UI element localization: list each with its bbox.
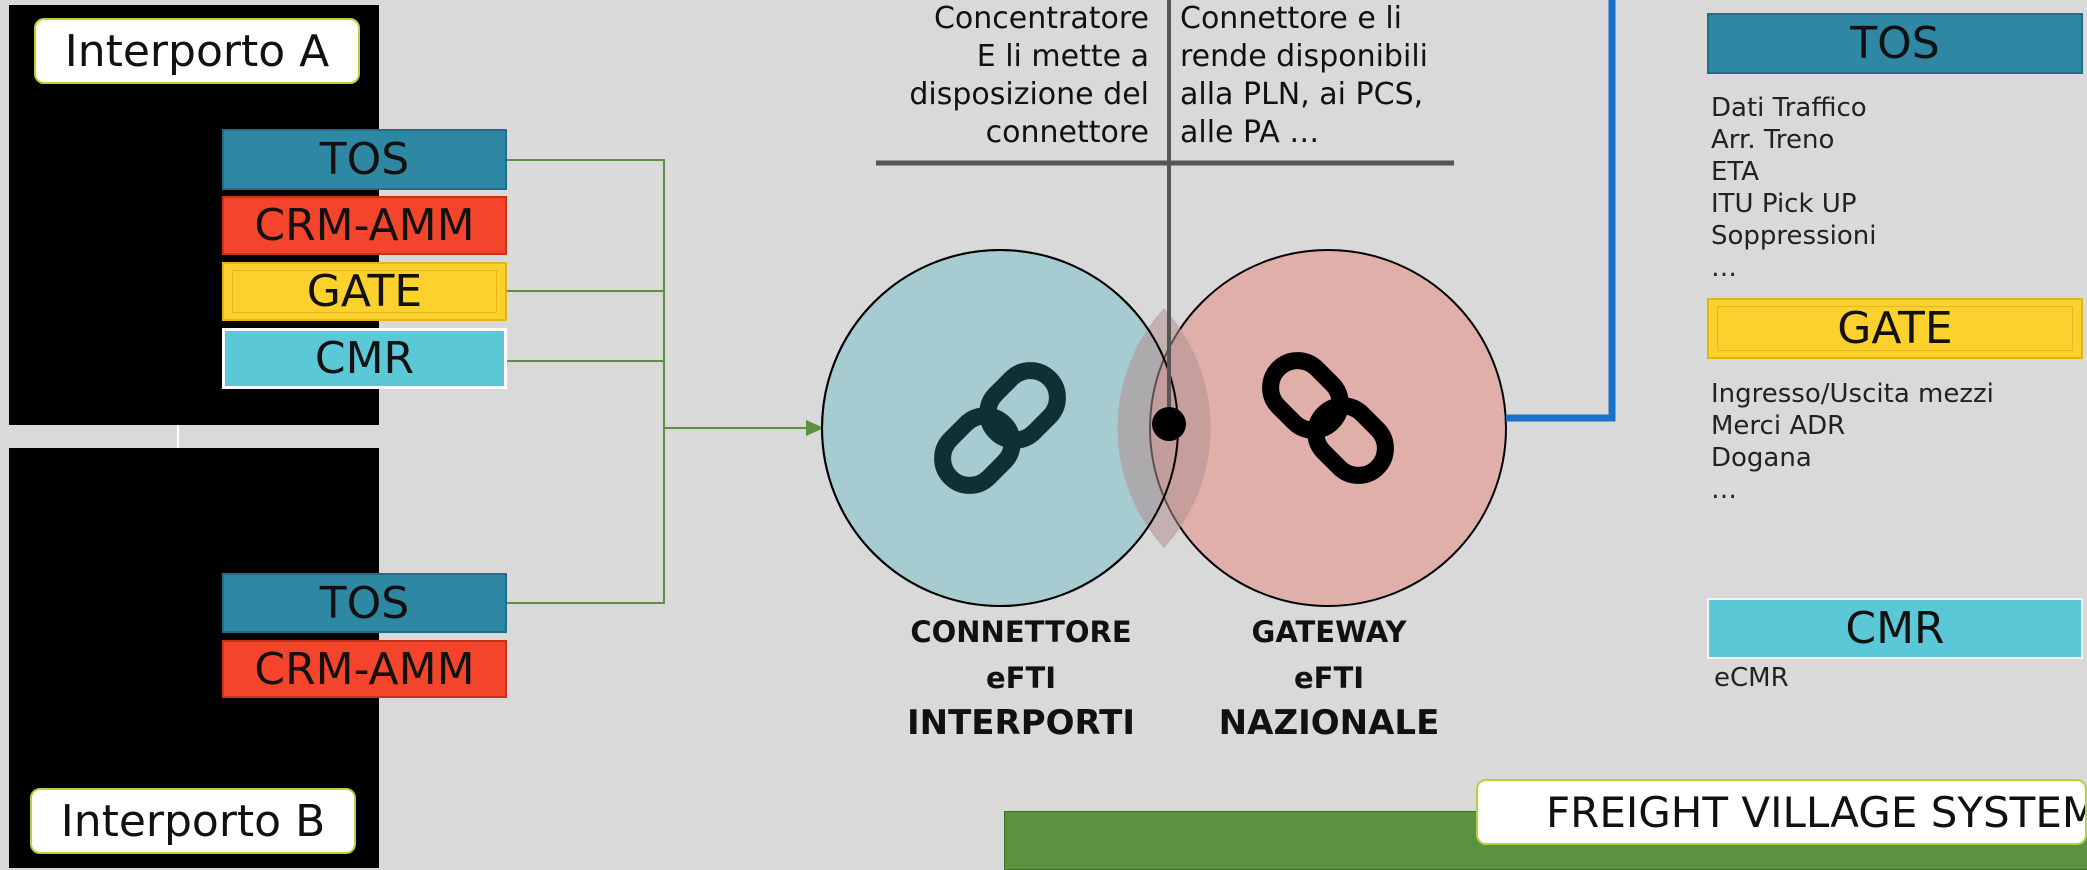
description-right-line: alle PA … [1180, 115, 1320, 150]
green-connectors [506, 159, 810, 604]
list-item: … [1711, 253, 1737, 283]
gateway-caption-line1: GATEWAY [1251, 615, 1407, 649]
description-right-line: Connettore e li [1180, 1, 1402, 36]
connettore-caption-line3: INTERPORTI [906, 703, 1136, 743]
list-item: ITU Pick UP [1711, 189, 1857, 219]
gateway-caption-line2: eFTI [1293, 661, 1365, 695]
cmr-box-a-label: CMR [314, 333, 415, 384]
connector-tos-a [506, 159, 665, 428]
freight-village-title-text: FREIGHT VILLAGE SYSTEM [1546, 787, 2087, 837]
list-item: Dati Traffico [1711, 93, 1867, 123]
list-item: Ingresso/Uscita mezzi [1711, 379, 1994, 409]
gate-details-list: Ingresso/Uscita mezzi Merci ADR Dogana … [1711, 378, 1994, 506]
tos-box-a[interactable]: TOS [222, 129, 507, 190]
tos-box-a-label: TOS [319, 134, 410, 185]
interporto-b-title-text: Interporto B [60, 795, 326, 847]
gate-box-a-label: GATE [306, 266, 423, 317]
gate-box-right[interactable]: GATE [1707, 298, 2083, 359]
interporto-a-title-text: Interporto A [64, 25, 330, 77]
list-item: Merci ADR [1711, 411, 1846, 441]
description-right: Connettore e li rende disponibili alla P… [1180, 0, 1428, 152]
tos-details-list: Dati Traffico Arr. Treno ETA ITU Pick UP… [1711, 92, 1876, 284]
cmr-box-right[interactable]: CMR [1707, 598, 2083, 659]
gateway-caption: GATEWAY eFTI NAZIONALE [1204, 609, 1454, 745]
blue-link-line [1506, 0, 1616, 422]
connettore-caption-line2: eFTI [985, 661, 1057, 695]
tos-box-right[interactable]: TOS [1707, 13, 2083, 74]
cmr-box-a[interactable]: CMR [222, 328, 507, 389]
gate-box-a[interactable]: GATE [222, 262, 507, 321]
list-item: Soppressioni [1711, 221, 1877, 251]
description-left-line: connettore [985, 115, 1149, 150]
interporto-a-title: Interporto A [34, 18, 360, 84]
crm-amm-box-a-label: CRM-AMM [254, 200, 475, 251]
description-left-line: disposizione del [909, 77, 1149, 112]
cmr-details-list: eCMR [1714, 662, 1789, 694]
arrow-right-icon [806, 420, 824, 436]
tos-box-right-label: TOS [1850, 18, 1940, 69]
crm-amm-box-a[interactable]: CRM-AMM [222, 196, 507, 255]
description-left: Concentratore E li mette a disposizione … [870, 0, 1149, 152]
list-item: eCMR [1714, 663, 1789, 693]
list-item: Dogana [1711, 443, 1812, 473]
cmr-box-right-label: CMR [1845, 603, 1945, 654]
interporto-b-title: Interporto B [30, 788, 356, 854]
gate-box-right-label: GATE [1837, 303, 1953, 354]
description-right-line: alla PLN, ai PCS, [1180, 77, 1424, 112]
crm-amm-box-b[interactable]: CRM-AMM [222, 640, 507, 698]
connettore-caption: CONNETTORE eFTI INTERPORTI [896, 609, 1146, 745]
list-item: Arr. Treno [1711, 125, 1835, 155]
connector-tos-b [506, 428, 665, 604]
link-icon [934, 362, 1066, 494]
tos-box-b-label: TOS [319, 577, 410, 629]
description-right-line: rende disponibili [1180, 39, 1428, 74]
tos-box-b[interactable]: TOS [222, 573, 507, 633]
description-left-line: Concentratore [933, 1, 1149, 36]
freight-village-title: FREIGHT VILLAGE SYSTEM [1476, 779, 2087, 845]
description-left-line: E li mette a [976, 39, 1149, 74]
link-icon [1262, 352, 1394, 484]
list-item: ETA [1711, 157, 1760, 187]
connettore-caption-line1: CONNETTORE [910, 615, 1132, 649]
crm-amm-box-b-label: CRM-AMM [254, 643, 475, 695]
junction-dot [1152, 407, 1186, 441]
gateway-caption-line3: NAZIONALE [1218, 703, 1440, 743]
list-item: … [1711, 475, 1737, 505]
